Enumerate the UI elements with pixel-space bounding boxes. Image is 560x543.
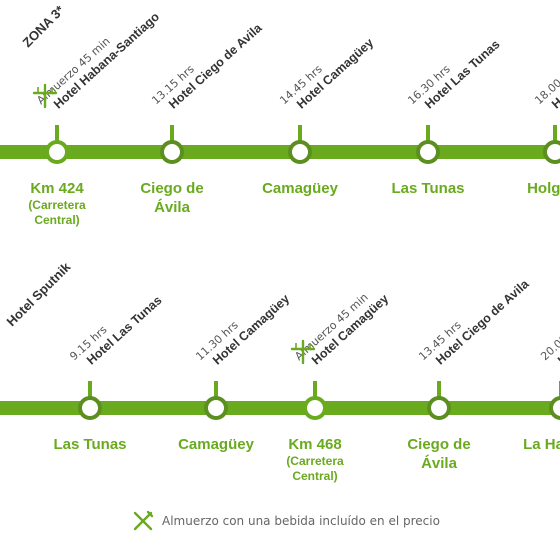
station-stem <box>55 125 59 143</box>
route-line <box>0 145 560 159</box>
stop-name: Ciego de <box>140 180 203 197</box>
station-circle <box>427 396 451 420</box>
stop-subtitle: (Carretera <box>28 198 86 212</box>
fork-knife-icon <box>290 339 316 365</box>
stop-name: Holguín <box>527 180 560 197</box>
fork-knife-icon <box>133 510 154 531</box>
stop-name: La Habana <box>523 436 560 453</box>
stop-hotel: Hotel Habana-Santiago <box>51 9 162 111</box>
station-circle <box>204 396 228 420</box>
station-circle <box>549 396 560 420</box>
stop-name: Ciego de <box>407 436 470 453</box>
station-stem <box>170 125 174 143</box>
station-circle <box>288 140 312 164</box>
route-line <box>0 401 560 415</box>
partial-stop-label: ZONA 3* <box>20 2 68 50</box>
stop-name: Las Tunas <box>391 180 464 197</box>
stop-name: Las Tunas <box>53 436 126 453</box>
station-stem <box>426 125 430 143</box>
stop-name: Camagüey <box>262 180 339 197</box>
station-stem <box>313 381 317 399</box>
station-stem <box>214 381 218 399</box>
stop-name: Camagüey <box>178 436 255 453</box>
stop-name: Km 468 <box>288 436 341 453</box>
stop-name: Km 424 <box>30 180 84 197</box>
station-circle <box>416 140 440 164</box>
station-stem <box>553 125 557 143</box>
station-stem <box>88 381 92 399</box>
stop-subtitle: Central) <box>292 469 337 483</box>
station-circle <box>78 396 102 420</box>
station-circle <box>303 396 327 420</box>
stop-hotel: Hotel Ciego de Avila <box>433 276 532 367</box>
station-circle <box>543 140 560 164</box>
legend-text: Almuerzo con una bebida incluído en el p… <box>162 514 440 528</box>
stop-name: Ávila <box>154 199 191 216</box>
stop-name: Ávila <box>421 455 458 472</box>
fork-knife-icon <box>32 83 58 109</box>
station-stem <box>298 125 302 143</box>
station-circle <box>160 140 184 164</box>
legend: Almuerzo con una bebida incluído en el p… <box>132 510 440 532</box>
stop-hotel: Hotel Ciego de Avila <box>166 20 265 111</box>
stop-subtitle: Central) <box>34 213 79 227</box>
partial-stop-label: Hotel Sputnik <box>4 259 74 329</box>
station-stem <box>437 381 441 399</box>
stop-subtitle: (Carretera <box>286 454 344 468</box>
station-circle <box>45 140 69 164</box>
